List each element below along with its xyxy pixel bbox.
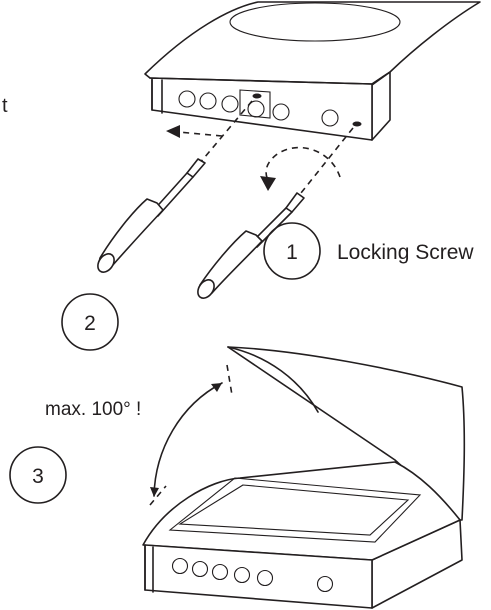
cable-gland <box>178 90 196 108</box>
open-lid-edge <box>227 346 319 413</box>
guide-line-left <box>198 100 253 165</box>
cropped-text: t <box>2 95 8 117</box>
cable-gland <box>272 103 290 121</box>
dashed-arrow-icon <box>166 125 223 138</box>
housing-lid-lip <box>149 71 391 85</box>
open-base-left-post <box>144 544 154 593</box>
cable-gland-row <box>178 90 339 127</box>
screwdriver-icon <box>97 158 206 273</box>
locking-screw-left <box>252 93 262 99</box>
screwdriver-icon <box>197 192 305 299</box>
step-number: 2 <box>84 312 96 335</box>
curved-arrow-icon <box>260 146 341 191</box>
cable-gland <box>316 575 334 593</box>
max-angle-note: max. 100° ! <box>45 399 141 420</box>
locking-screw-label: Locking Screw <box>337 241 474 264</box>
step-2-badge: 2 <box>61 293 119 351</box>
locking-screw-right <box>352 121 362 127</box>
cable-gland <box>211 563 229 581</box>
cable-gland <box>256 569 274 587</box>
housing-lid <box>144 1 481 85</box>
housing-center-block <box>239 89 271 119</box>
closed-housing <box>144 1 481 141</box>
cable-gland-row <box>171 557 334 593</box>
housing-front-plate <box>151 77 373 141</box>
housing-lid-oval <box>229 2 401 42</box>
cable-gland <box>191 560 209 578</box>
step-number: 3 <box>32 465 44 488</box>
housing-left-post <box>151 79 163 114</box>
guide-line-right <box>296 127 354 199</box>
step-1-badge: 1 <box>263 222 321 280</box>
inner-panel-inset <box>178 484 410 536</box>
cable-gland <box>321 109 339 127</box>
open-housing <box>142 346 466 609</box>
angle-arc-icon <box>149 364 233 506</box>
step-3-badge: 3 <box>9 446 67 504</box>
cable-gland <box>199 92 217 110</box>
inner-panel <box>168 477 422 543</box>
cable-gland <box>221 95 239 113</box>
step-number: 1 <box>286 241 298 264</box>
cable-gland <box>233 566 251 584</box>
cable-gland <box>171 557 189 575</box>
